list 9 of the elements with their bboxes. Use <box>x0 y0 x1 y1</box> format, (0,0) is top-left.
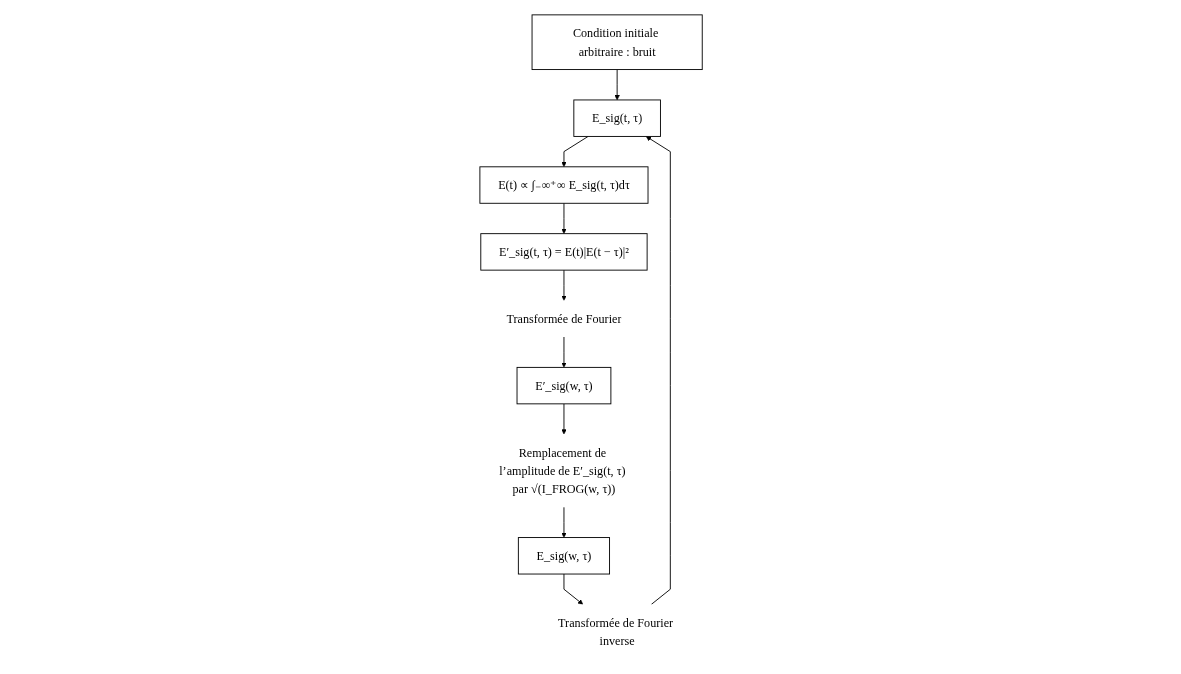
node-text: Transformée de Fourier inverse <box>558 615 674 648</box>
node-box: E′_sig(w, τ) <box>516 366 612 405</box>
node-box: E(t) ∝ ∫₋∞⁺∞ E_sig(t, τ)dτ <box>479 166 649 204</box>
node-box: E_sig(t, τ) <box>573 99 661 137</box>
node-text: Remplacement de l’amplitude de E′_sig(t, τ) par √(I_FROG(w, τ)) <box>499 445 626 496</box>
node-box: Condition initiale arbitraire : bruit <box>531 14 703 70</box>
node-text: Transformée de Fourier <box>506 312 622 326</box>
node-box: E′_sig(t, τ) = E(t)|E(t − τ)|² <box>480 233 648 271</box>
node-box: E_sig(w, τ) <box>517 537 610 575</box>
